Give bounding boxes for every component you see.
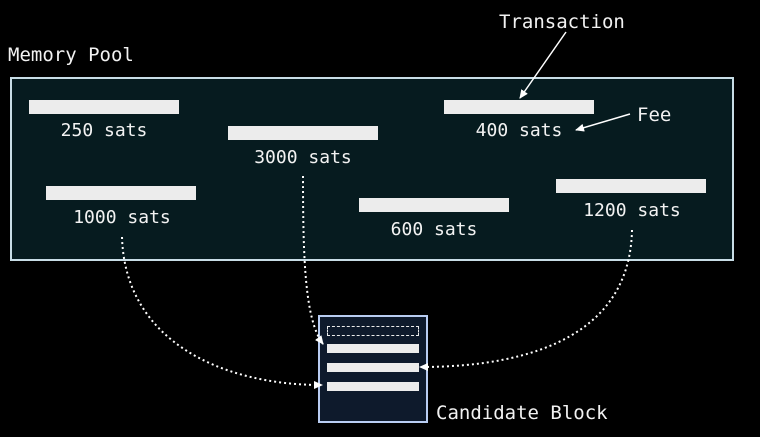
fee-label-250: 250 sats <box>60 120 148 141</box>
block-empty-slot <box>327 326 419 336</box>
flow-arrow-3000 <box>302 175 324 345</box>
transaction-bar-1000 <box>46 186 196 200</box>
transaction-bar-250 <box>29 100 179 114</box>
transaction-pointer-arrow <box>519 31 567 99</box>
fee-pointer-arrow <box>575 113 631 132</box>
fee-label-1200: 1200 sats <box>583 200 681 221</box>
candidate-block-label: Candidate Block <box>436 402 608 424</box>
fee-label-400: 400 sats <box>475 120 563 141</box>
fee-annotation: Fee <box>637 104 672 126</box>
fee-label-600: 600 sats <box>390 219 478 240</box>
transaction-bar-400 <box>444 100 594 114</box>
flow-arrow-1000 <box>121 236 323 389</box>
transaction-bar-3000 <box>228 126 378 140</box>
flow-arrow-1200 <box>419 229 633 371</box>
memory-pool-title: Memory Pool <box>8 44 134 66</box>
transaction-bar-1200 <box>556 179 706 193</box>
block-slot-1000 <box>327 382 419 391</box>
candidate-block <box>318 315 428 423</box>
fee-label-1000: 1000 sats <box>73 207 171 228</box>
block-slot-3000 <box>327 344 419 353</box>
transaction-annotation: Transaction <box>499 11 625 33</box>
fee-label-3000: 3000 sats <box>254 147 352 168</box>
block-slot-1200 <box>327 363 419 372</box>
transaction-bar-600 <box>359 198 509 212</box>
